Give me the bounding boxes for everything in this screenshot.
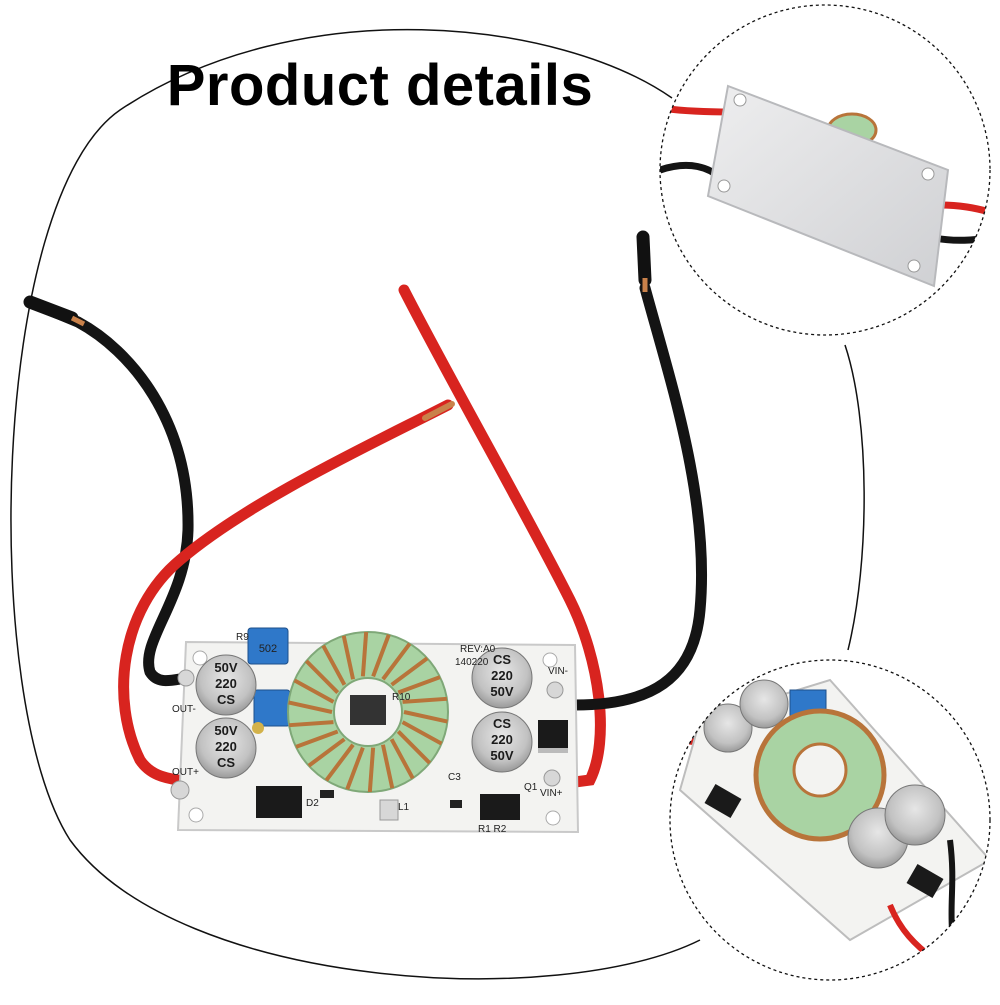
svg-text:CS: CS bbox=[493, 652, 511, 667]
coil-winding bbox=[288, 700, 333, 714]
potentiometer-bottom bbox=[253, 689, 291, 727]
coil-winding bbox=[390, 656, 429, 687]
capacitor-right-bottom: CS 220 50V bbox=[471, 711, 533, 773]
svg-text:220: 220 bbox=[215, 676, 237, 691]
black-output-wire bbox=[24, 296, 194, 687]
svg-text:Q1: Q1 bbox=[524, 782, 538, 793]
svg-text:CS: CS bbox=[217, 692, 235, 707]
background-circle-outline bbox=[10, 28, 701, 980]
coil-winding bbox=[295, 729, 339, 749]
page-title: Product details bbox=[166, 53, 594, 118]
toroid-inductor bbox=[287, 631, 449, 793]
red-output-wire bbox=[118, 399, 454, 786]
coil-winding bbox=[403, 710, 448, 724]
coil-winding bbox=[304, 659, 340, 694]
svg-text:R1 R2: R1 R2 bbox=[478, 824, 507, 835]
svg-text:REV:A0: REV:A0 bbox=[460, 644, 496, 655]
coil-winding bbox=[288, 720, 334, 728]
inset-angled-view bbox=[669, 659, 991, 981]
svg-text:CS: CS bbox=[493, 716, 511, 731]
coil-winding bbox=[381, 642, 412, 681]
coil-winding bbox=[380, 744, 395, 789]
coil-winding bbox=[402, 696, 448, 704]
coil-winding bbox=[341, 635, 356, 680]
svg-text:C3: C3 bbox=[448, 772, 461, 783]
svg-text:50V: 50V bbox=[490, 748, 513, 763]
ic-chip bbox=[480, 794, 520, 820]
potentiometer-top bbox=[247, 627, 289, 665]
svg-text:R9: R9 bbox=[236, 632, 249, 643]
coil-winding bbox=[367, 747, 376, 793]
svg-text:L1: L1 bbox=[398, 802, 410, 813]
mosfet bbox=[256, 786, 302, 818]
svg-text:CS: CS bbox=[217, 755, 235, 770]
svg-text:50V: 50V bbox=[490, 684, 513, 699]
svg-text:50V: 50V bbox=[214, 660, 237, 675]
coil-winding bbox=[360, 631, 369, 677]
coil-winding bbox=[401, 720, 443, 746]
coil-winding bbox=[293, 678, 335, 704]
svg-text:R10: R10 bbox=[392, 692, 411, 703]
svg-text:220: 220 bbox=[491, 668, 513, 683]
capacitor-left-bottom: 50V 220 CS bbox=[195, 717, 257, 779]
inset-heatsink-view bbox=[659, 4, 991, 336]
schottky-diode bbox=[538, 720, 568, 752]
svg-text:220: 220 bbox=[491, 732, 513, 747]
svg-text:140220: 140220 bbox=[455, 657, 489, 668]
coil-winding bbox=[321, 644, 347, 686]
capacitor-right-top: CS 220 50V bbox=[471, 647, 533, 709]
coil-winding bbox=[324, 743, 355, 782]
background-circle-outline-right bbox=[844, 344, 865, 651]
red-input-wire bbox=[398, 284, 606, 788]
svg-text:50V: 50V bbox=[214, 723, 237, 738]
svg-text:VIN-: VIN- bbox=[548, 666, 568, 677]
black-input-wire bbox=[569, 282, 708, 711]
coil-winding bbox=[345, 746, 365, 790]
svg-text:D2: D2 bbox=[306, 798, 319, 809]
svg-text:502: 502 bbox=[259, 643, 277, 655]
coil-winding bbox=[307, 737, 346, 768]
main-wires bbox=[23, 230, 708, 788]
coil-winding bbox=[397, 675, 441, 695]
svg-text:OUT-: OUT- bbox=[172, 704, 196, 715]
svg-text:OUT+: OUT+ bbox=[172, 767, 199, 778]
aluminum-heatsink bbox=[706, 84, 950, 288]
svg-text:220: 220 bbox=[215, 739, 237, 754]
coil-winding bbox=[389, 738, 415, 780]
boost-converter-board: 502 50V 220 CS 50V 220 CS CS 220 5 bbox=[170, 627, 580, 835]
coil-winding bbox=[371, 634, 391, 678]
capacitor-left-top: 50V 220 CS bbox=[195, 654, 257, 716]
coil-winding bbox=[396, 730, 432, 765]
svg-text:VIN+: VIN+ bbox=[540, 788, 563, 799]
